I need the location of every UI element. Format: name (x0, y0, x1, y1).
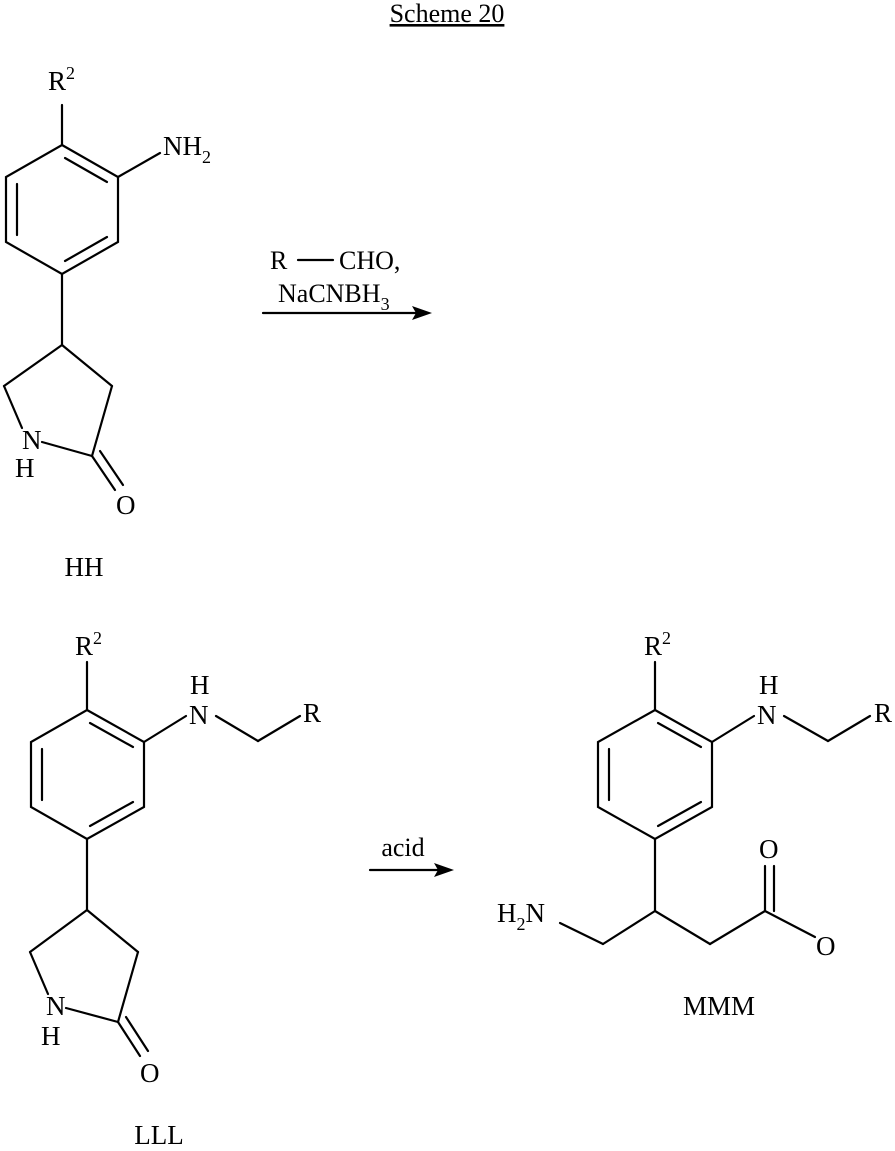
lll-ring-h-label: H (41, 1021, 61, 1051)
hh-nh2-label: NH2 (163, 131, 211, 167)
hh-carbonyl-o-label: O (116, 490, 136, 520)
mmm-r2-label: R2 (644, 628, 671, 661)
hh-ring-n-label: N (22, 425, 42, 455)
lll-bonds (30, 662, 300, 1056)
hh-compound-label: HH (65, 552, 104, 582)
lll-carbonyl-o-label: O (140, 1058, 160, 1088)
step2-reagent-acid: acid (381, 833, 424, 862)
mmm-bonds (560, 662, 870, 944)
lll-amine-n-label: N (189, 700, 209, 730)
reaction-step-2: acid (370, 833, 454, 877)
step1-reagent-r: R (270, 246, 288, 275)
compound-lll: R2 H N R N H O LLL (30, 628, 321, 1150)
lll-ring-n-label: N (46, 991, 66, 1021)
compound-hh: R2 NH2 N H O HH (4, 63, 211, 582)
lll-amine-h-label: H (190, 670, 210, 700)
mmm-compound-label: MMM (683, 991, 755, 1021)
step1-reagent-cho: CHO, (339, 246, 400, 275)
lll-r2-label: R2 (75, 628, 102, 661)
mmm-amine-n-label: N (757, 700, 777, 730)
mmm-carbonyl-o-label: O (759, 834, 779, 864)
lll-r-label: R (303, 698, 321, 728)
mmm-h2n-label: H2N (497, 898, 545, 934)
mmm-hydroxyl-o-label: O (816, 931, 836, 961)
scheme-title: Scheme 20 (390, 0, 505, 28)
hh-r2-label: R2 (48, 63, 75, 96)
hh-ring-h-label: H (15, 453, 35, 483)
lll-compound-label: LLL (134, 1120, 183, 1150)
mmm-amine-h-label: H (759, 670, 779, 700)
step1-reagent-nacnbh3: NaCNBH3 (278, 279, 390, 314)
reaction-step-1: R CHO, NaCNBH3 (263, 246, 432, 320)
mmm-r-label: R (874, 698, 892, 728)
compound-mmm: R2 H N R H2N O O MMM (497, 628, 892, 1021)
